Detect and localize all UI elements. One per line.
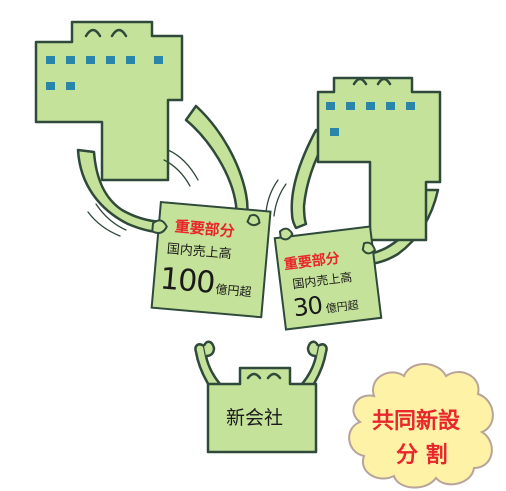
- right-building: [265, 76, 442, 266]
- new-company-right-arm: [298, 343, 328, 392]
- left-card-hand-right: [246, 214, 261, 227]
- left-card-box: [150, 200, 272, 319]
- left-card: 重要部分 国内売上高 100 億円超: [150, 200, 272, 319]
- new-company-eye-right: [266, 372, 282, 380]
- right-card-hand-left: [278, 227, 294, 241]
- method-cloud-shape: [348, 363, 494, 489]
- left-card-hand-left: [151, 219, 168, 234]
- method-cloud: 共同新設 分 割: [348, 363, 494, 489]
- left-motion-lines: [87, 149, 199, 237]
- right-card-amount: 30: [292, 291, 324, 322]
- new-company-right-thumb: [306, 340, 320, 358]
- new-company-label: 新会社: [226, 407, 283, 429]
- left-card-heading: 重要部分: [174, 217, 235, 240]
- method-cloud-line1: 共同新設: [372, 408, 461, 434]
- right-building-body: [316, 76, 442, 242]
- left-building-eye-left: [84, 28, 102, 38]
- new-company: 新会社: [194, 340, 328, 454]
- left-building-eye-right: [110, 28, 128, 38]
- new-company-eye-left: [246, 372, 262, 380]
- right-card-box: [273, 225, 383, 331]
- right-motion-lines: [265, 179, 287, 217]
- new-company-left-thumb: [202, 340, 216, 358]
- right-building-windows: [326, 102, 415, 136]
- right-card-heading: 重要部分: [283, 249, 341, 273]
- left-building-windows: [46, 56, 163, 90]
- right-building-eye-left: [352, 77, 368, 86]
- left-building-body: [34, 20, 184, 182]
- right-card-line1: 国内売上高: [292, 269, 353, 291]
- left-building: [34, 20, 249, 237]
- right-card: 重要部分 国内売上高 30 億円超: [273, 225, 383, 331]
- new-company-body: [206, 366, 318, 454]
- left-card-amount: 100: [159, 261, 216, 301]
- left-card-line1: 国内売上高: [166, 241, 232, 263]
- right-card-unit: 億円超: [325, 298, 359, 316]
- new-company-left-arm: [194, 343, 224, 392]
- right-building-eye-right: [376, 77, 392, 86]
- method-cloud-line2: 分 割: [396, 442, 448, 468]
- left-card-unit: 億円超: [215, 281, 252, 299]
- right-card-hand-right: [361, 241, 377, 255]
